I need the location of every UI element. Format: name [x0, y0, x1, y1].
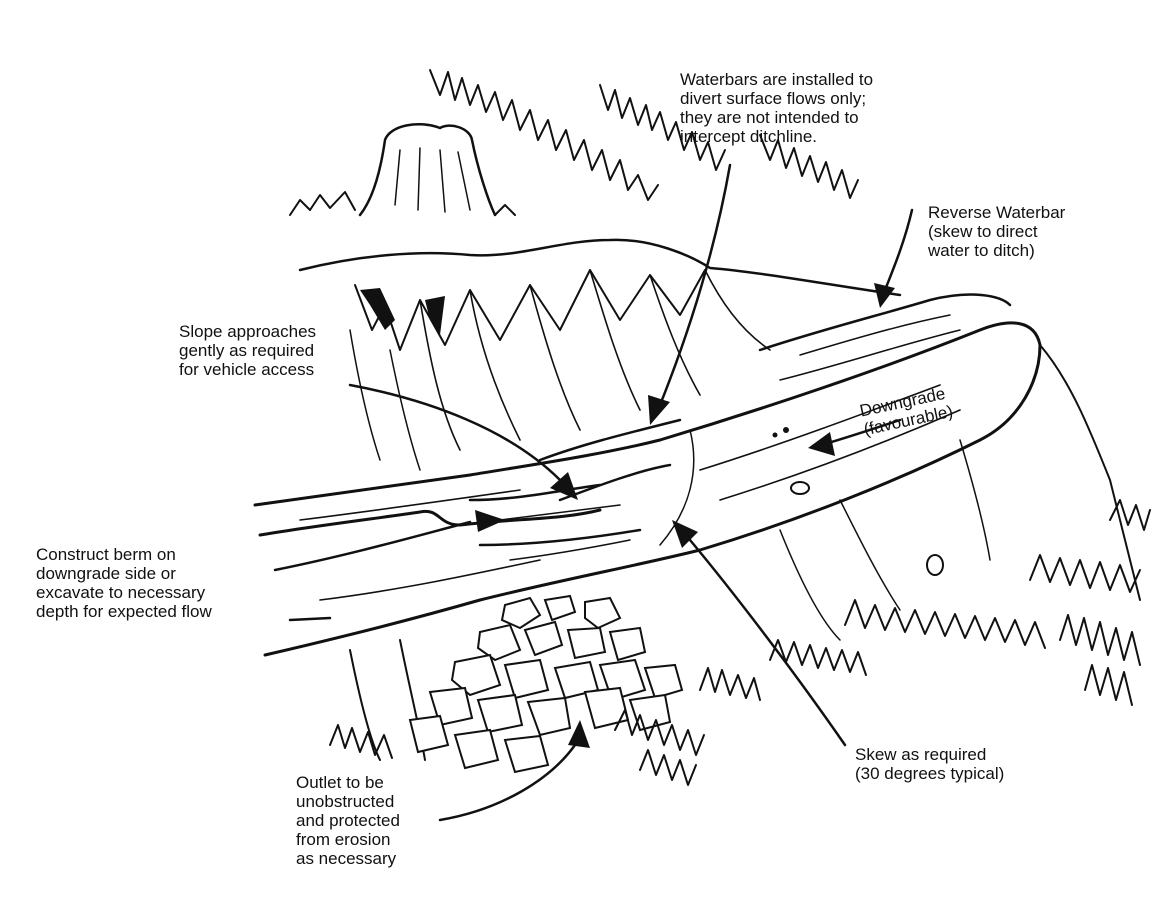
construct-berm-label: Construct berm on downgrade side or exca… [36, 545, 212, 621]
slope-approaches-label: Slope approaches gently as required for … [179, 322, 316, 379]
road [255, 295, 1040, 655]
grass-lower [330, 500, 1150, 785]
tree-stump [290, 124, 515, 215]
skew-label: Skew as required (30 degrees typical) [855, 745, 1004, 783]
cut-slope [300, 240, 900, 470]
outlet-label: Outlet to be unobstructed and protected … [296, 773, 400, 868]
reverse-waterbar-label: Reverse Waterbar (skew to direct water t… [928, 203, 1065, 260]
waterbars-note-label: Waterbars are installed to divert surfac… [680, 70, 873, 146]
riprap-rocks [410, 596, 682, 772]
